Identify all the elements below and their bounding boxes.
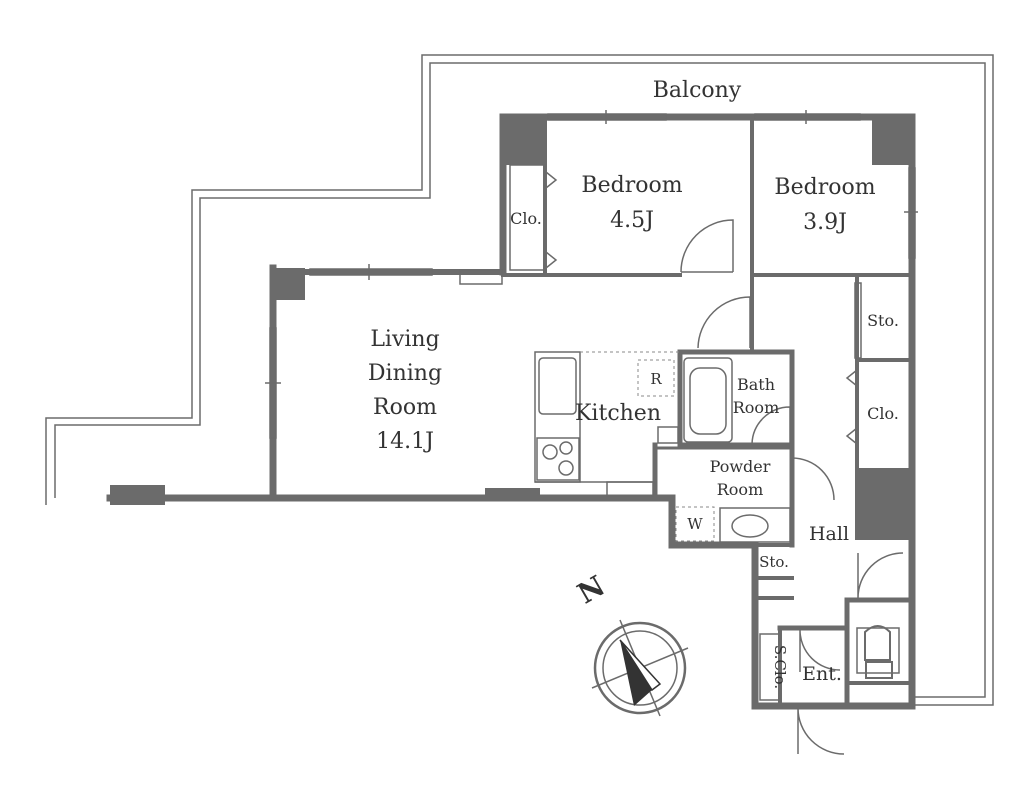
label-bedroom1-name: Bedroom xyxy=(581,173,682,198)
compass-needle-icon xyxy=(620,640,652,706)
label-bath-line2: Room xyxy=(733,398,779,417)
label-entrance: Ent. xyxy=(802,663,842,685)
label-compass-north: N xyxy=(572,569,611,610)
label-bedroom2-name: Bedroom xyxy=(774,175,875,200)
label-fridge: R xyxy=(650,370,662,388)
label-shoe-closet: S.Clo. xyxy=(771,645,789,689)
label-powder-line1: Powder xyxy=(710,457,771,476)
compass xyxy=(591,619,689,717)
label-bath-line1: Bath xyxy=(737,375,775,394)
label-closet-right: Clo. xyxy=(867,404,899,423)
fixtures xyxy=(534,351,900,701)
label-storage-top: Sto. xyxy=(867,311,899,330)
label-closet-left: Clo. xyxy=(510,209,542,228)
doors xyxy=(509,164,904,755)
label-bedroom2-size: 3.9J xyxy=(803,210,847,235)
label-powder-line2: Room xyxy=(717,480,763,499)
label-living-line2: Dining xyxy=(368,361,442,386)
balcony-outline xyxy=(45,54,994,706)
label-bedroom1-size: 4.5J xyxy=(610,208,654,233)
label-storage-small: Sto. xyxy=(759,553,789,571)
label-hall: Hall xyxy=(809,523,849,545)
label-kitchen: Kitchen xyxy=(575,401,661,426)
wall-columns xyxy=(110,117,912,540)
label-living-size: 14.1J xyxy=(376,429,434,454)
windows xyxy=(265,110,918,439)
label-living-line3: Room xyxy=(373,395,437,420)
label-washer: W xyxy=(687,515,703,533)
interior-walls xyxy=(501,115,915,709)
room-labels: Balcony Bedroom 4.5J Bedroom 3.9J Clo. L… xyxy=(368,78,899,689)
label-balcony: Balcony xyxy=(653,78,742,103)
label-living-line1: Living xyxy=(370,327,439,352)
